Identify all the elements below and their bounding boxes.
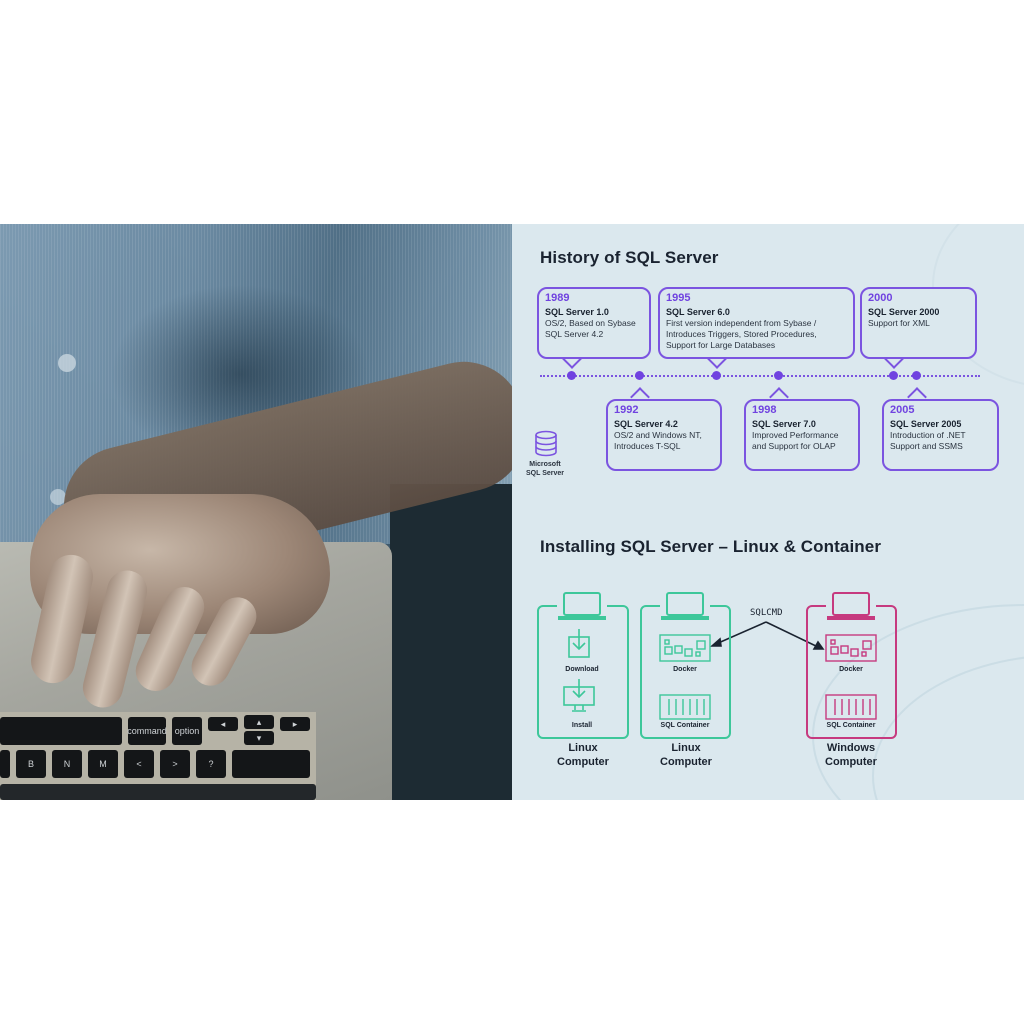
timeline-card-1992: 1992 SQL Server 4.2 OS/2 and Windows NT,… [606, 399, 722, 471]
timeline-card-2005: 2005 SQL Server 2005 Introduction of .NE… [882, 399, 999, 471]
dark-background [390, 484, 512, 800]
timeline-card-2000: 2000 SQL Server 2000 Support for XML [860, 287, 977, 359]
timeline-dot-2000 [889, 371, 898, 380]
event-name: SQL Server 6.0 [666, 307, 730, 317]
docker-icon [659, 634, 711, 662]
computer-label-line1: Linux [568, 742, 598, 754]
sql-container-label: SQL Container [826, 722, 876, 729]
event-name: SQL Server 2005 [890, 419, 962, 429]
laptop-photo: command option ◂ ▴ ▾ ▸ B N M < > ? [0, 224, 512, 800]
install-title: Installing SQL Server – Linux & Containe… [540, 537, 882, 556]
event-desc: and Support for OLAP [752, 441, 836, 451]
key [0, 750, 10, 778]
container-icon [659, 694, 711, 720]
download-icon [568, 629, 590, 658]
timeline-dot-1989 [567, 371, 576, 380]
event-year: 1992 [614, 404, 639, 416]
key-slash: ? [196, 750, 226, 778]
shirt-button [58, 354, 76, 372]
timeline-dot-1998 [774, 371, 783, 380]
db-logo-label: Microsoft SQL Server [520, 460, 570, 478]
key-m: M [88, 750, 118, 778]
command-key: command [127, 717, 167, 745]
key-comma: < [124, 750, 154, 778]
space-key [0, 717, 122, 745]
sqlcmd-label: SQLCMD [750, 608, 783, 618]
event-year: 1989 [545, 292, 570, 304]
timeline-card-1995: 1995 SQL Server 6.0 First version indepe… [658, 287, 855, 359]
event-name: SQL Server 2000 [868, 307, 940, 317]
event-desc: Support for Large Databases [666, 340, 776, 350]
install-label: Install [571, 722, 593, 729]
sql-container-label: SQL Container [660, 722, 710, 729]
arrow-right-key: ▸ [280, 717, 310, 731]
container-icon [825, 694, 877, 720]
docker-label: Docker [673, 666, 697, 673]
event-year: 1995 [666, 292, 691, 304]
key-row [0, 784, 316, 800]
timeline-dot-2005 [912, 371, 921, 380]
timeline-card-1989: 1989 SQL Server 1.0 OS/2, Based on Sybas… [537, 287, 651, 359]
timeline-dot-1995 [712, 371, 721, 380]
infographic-panel: History of SQL Server 1989 SQL Server 1.… [512, 224, 1024, 800]
event-name: SQL Server 7.0 [752, 419, 816, 429]
content-band: command option ◂ ▴ ▾ ▸ B N M < > ? Histo… [0, 224, 1024, 800]
event-year: 2005 [890, 404, 915, 416]
install-icon [563, 679, 595, 712]
event-desc: Support and SSMS [890, 441, 963, 451]
logo-label-line1: Microsoft [529, 461, 561, 468]
docker-icon [825, 634, 877, 662]
event-desc: Introduces Triggers, Stored Procedures, [666, 329, 817, 339]
computer-label-1: Linux Computer [533, 741, 633, 769]
keyboard: command option ◂ ▴ ▾ ▸ B N M < > ? [0, 712, 316, 800]
event-desc: OS/2, Based on Sybase [545, 318, 636, 328]
download-label: Download [565, 666, 599, 673]
computer-label-2: Linux Computer [636, 741, 736, 769]
event-name: SQL Server 1.0 [545, 307, 609, 317]
key-period: > [160, 750, 190, 778]
arrow-left-key: ◂ [208, 717, 238, 731]
computer-label-3: Windows Computer [801, 741, 901, 769]
timeline-card-1998: 1998 SQL Server 7.0 Improved Performance… [744, 399, 860, 471]
arrow-down-key: ▾ [244, 731, 274, 745]
event-year: 1998 [752, 404, 777, 416]
event-desc: Improved Performance [752, 430, 839, 440]
event-desc: Introduction of .NET [890, 430, 966, 440]
event-year: 2000 [868, 292, 893, 304]
event-desc: OS/2 and Windows NT, [614, 430, 702, 440]
sqlcmd-arrows [709, 621, 825, 650]
event-desc: Support for XML [868, 318, 930, 328]
computer-label-line1: Windows [826, 742, 876, 754]
history-title: History of SQL Server [540, 248, 719, 267]
arrow-up-key: ▴ [244, 715, 274, 729]
key-b: B [16, 750, 46, 778]
computer-label-line2: Computer [660, 756, 712, 768]
key-n: N [52, 750, 82, 778]
laptop-icon [557, 591, 607, 621]
logo-label-line2: SQL Server [525, 470, 564, 477]
laptop-icon [826, 591, 876, 621]
computer-label-line2: Computer [557, 756, 609, 768]
shift-key [232, 750, 310, 778]
option-key: option [172, 717, 202, 745]
docker-label: Docker [839, 666, 863, 673]
timeline-dot-1992 [635, 371, 644, 380]
event-desc: First version independent from Sybase / [666, 318, 817, 328]
computer-label-line1: Linux [671, 742, 701, 754]
event-desc: Introduces T-SQL [614, 441, 681, 451]
laptop-icon [660, 591, 710, 621]
computer-label-line2: Computer [825, 756, 877, 768]
database-icon [535, 430, 557, 457]
event-name: SQL Server 4.2 [614, 419, 678, 429]
shirt-button [50, 489, 66, 505]
timeline-line [540, 375, 980, 377]
event-desc: SQL Server 4.2 [545, 329, 604, 339]
